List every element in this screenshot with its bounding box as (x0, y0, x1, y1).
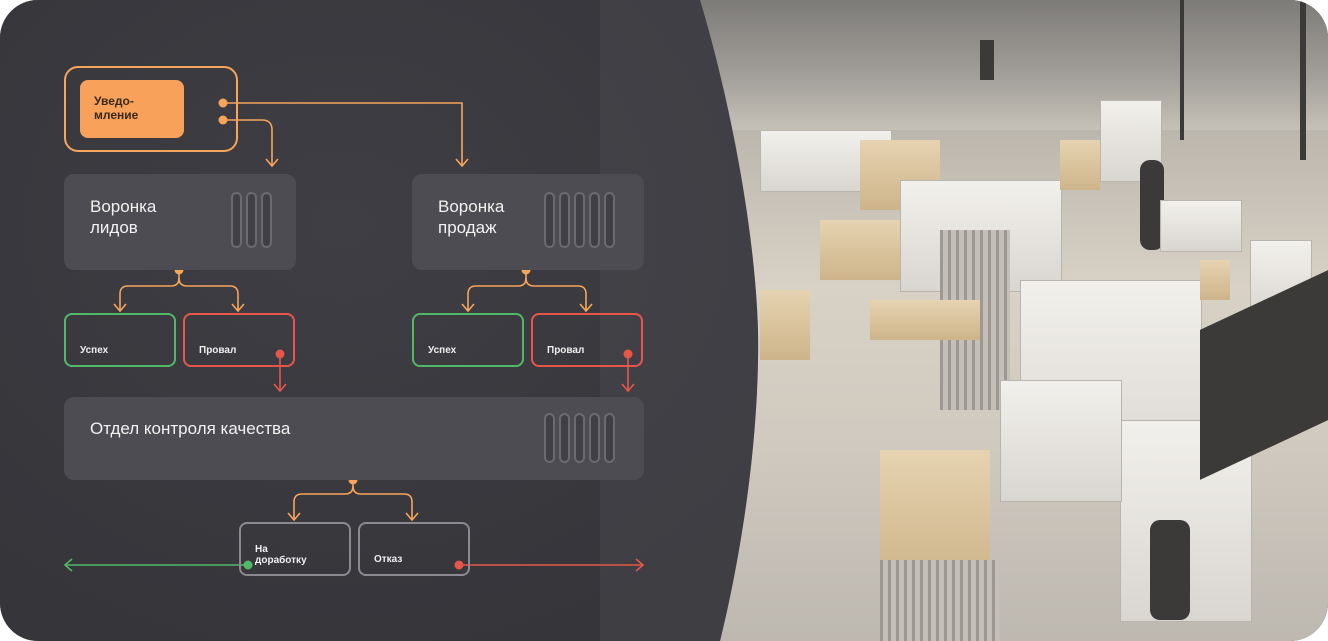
sales-fail-label: Провал (547, 345, 585, 356)
connector-lines (63, 98, 645, 572)
sales-fail-node[interactable]: Провал (531, 313, 643, 367)
notification-node[interactable]: Уведо- мление (80, 80, 184, 138)
reject-node[interactable]: Отказ (358, 522, 470, 576)
sales-success-label: Успех (428, 345, 457, 356)
notification-label: Уведо- мление (94, 94, 139, 122)
sales-funnel-label: Воронка продаж (438, 197, 505, 237)
rework-label: На доработку (255, 544, 307, 566)
sales-funnel-node[interactable]: Воронка продаж (412, 174, 644, 270)
sales-funnel-bars (544, 192, 615, 248)
sales-success-node[interactable]: Успех (412, 313, 524, 367)
leads-funnel-node[interactable]: Воронка лидов (64, 174, 296, 270)
rework-node[interactable]: На доработку (239, 522, 351, 576)
quality-dept-node[interactable]: Отдел контроля качества (64, 397, 644, 480)
reject-label: Отказ (374, 554, 403, 565)
leads-fail-node[interactable]: Провал (183, 313, 295, 367)
leads-success-node[interactable]: Успех (64, 313, 176, 367)
leads-funnel-label: Воронка лидов (90, 197, 157, 237)
leads-fail-label: Провал (199, 345, 237, 356)
leads-funnel-bars (231, 192, 272, 248)
leads-success-label: Успех (80, 345, 109, 356)
quality-dept-label: Отдел контроля качества (90, 419, 291, 438)
flow-diagram: Уведо- мление Воронка лидов Воронка прод… (63, 66, 645, 576)
quality-dept-bars (544, 413, 615, 463)
notification-frame (64, 66, 238, 152)
